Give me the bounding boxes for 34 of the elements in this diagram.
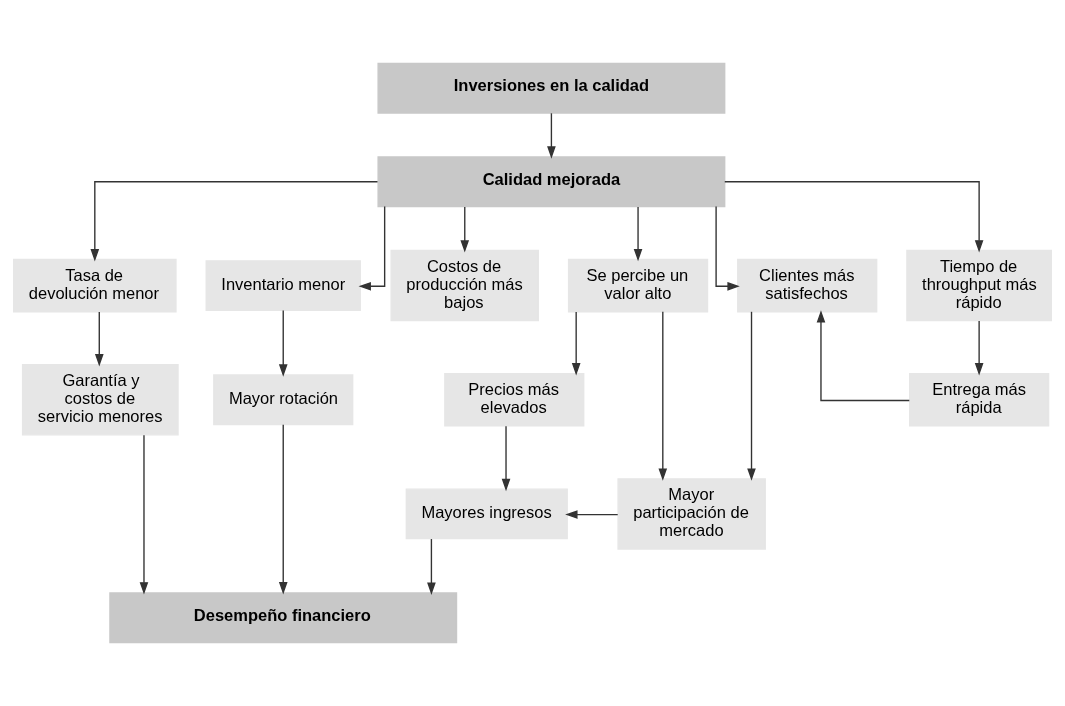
- arrow: [724, 181, 984, 253]
- arrow: [90, 181, 379, 262]
- node-box: Tiempo de throughput más rápido: [906, 249, 1052, 322]
- arrow: [139, 434, 149, 595]
- arrow: [565, 510, 619, 519]
- node-box: Mayores ingresos: [405, 488, 568, 540]
- node-box: Inventario menor: [205, 260, 361, 312]
- arrow: [460, 206, 470, 253]
- node-box: Calidad mejorada: [377, 156, 726, 208]
- node-box: Inversiones en la calidad: [377, 62, 726, 114]
- arrow: [278, 309, 288, 377]
- node-box: Precios más elevados: [444, 372, 585, 427]
- node-box: Clientes más satisfechos: [737, 258, 878, 313]
- arrow: [94, 311, 104, 367]
- node-box: Entrega más rápida: [908, 372, 1050, 427]
- node-box: Desempeño financiero: [109, 592, 458, 644]
- arrow: [278, 424, 288, 595]
- arrow: [747, 311, 756, 481]
- arrow: [633, 206, 643, 262]
- node-box: Costos de producción más bajos: [390, 249, 540, 322]
- arrow: [358, 205, 386, 291]
- node-box: Mayor rotación: [213, 374, 354, 426]
- node-box: Se percibe un valor alto: [567, 258, 709, 313]
- arrow: [658, 311, 668, 481]
- arrow: [571, 311, 581, 376]
- arrow: [427, 538, 436, 595]
- arrow: [715, 205, 740, 291]
- arrow: [816, 310, 910, 402]
- node-box: Garantía y costos de servicio menores: [21, 364, 179, 436]
- node-box: Tasa de devolución menor: [13, 258, 177, 313]
- arrow: [547, 112, 556, 159]
- arrow: [501, 425, 511, 492]
- arrow: [974, 320, 984, 376]
- node-box: Mayor participación de mercado: [617, 478, 766, 550]
